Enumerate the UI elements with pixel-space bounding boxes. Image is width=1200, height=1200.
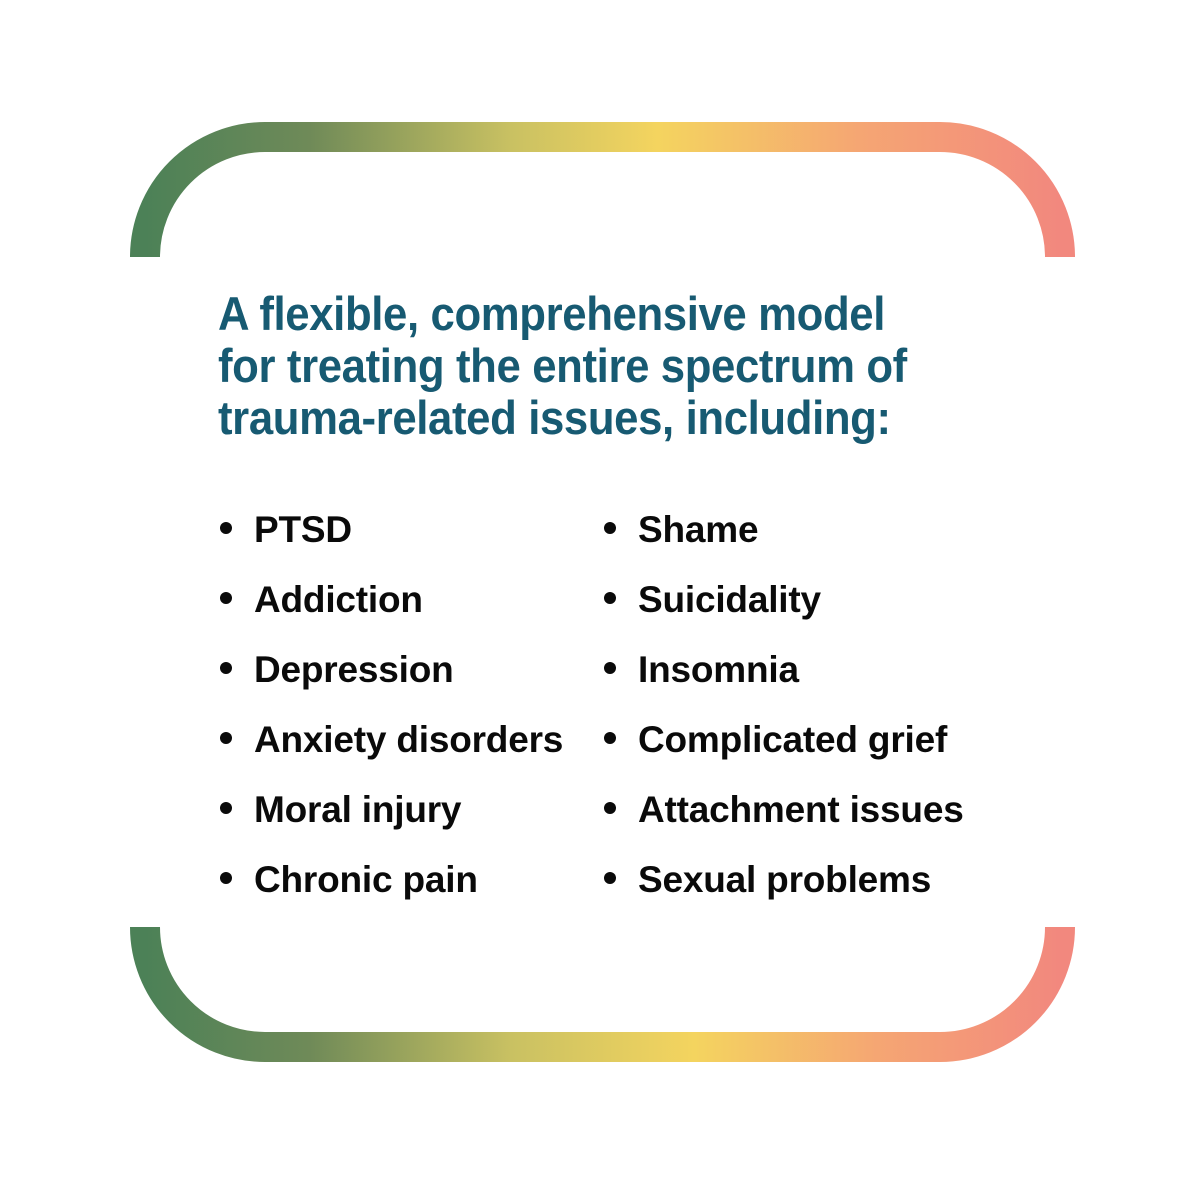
- bullet-icon: [220, 732, 232, 744]
- bullet-icon: [604, 592, 616, 604]
- list-item-label: Suicidality: [638, 579, 821, 620]
- bullet-icon: [604, 662, 616, 674]
- list-item: Shame: [604, 510, 988, 580]
- list-item-label: Shame: [638, 509, 759, 550]
- frame-top-segment: [130, 122, 1075, 258]
- list-item: Insomnia: [604, 650, 988, 720]
- bullet-icon: [220, 662, 232, 674]
- bullet-icon: [604, 732, 616, 744]
- list-item: Attachment issues: [604, 790, 988, 860]
- list-item-label: Chronic pain: [254, 859, 478, 900]
- list-item: Chronic pain: [220, 860, 604, 930]
- bullet-icon: [220, 592, 232, 604]
- list-item: PTSD: [220, 510, 604, 580]
- list-item: Sexual problems: [604, 860, 988, 930]
- bullet-icon: [604, 802, 616, 814]
- frame-bottom-segment: [130, 926, 1075, 1062]
- bullet-icon: [220, 522, 232, 534]
- bullet-icon: [604, 872, 616, 884]
- gradient-border-frame: [130, 122, 1075, 1062]
- conditions-column-left: PTSD Addiction Depression Anxiety disord…: [220, 510, 604, 930]
- list-item-label: Moral injury: [254, 789, 462, 830]
- page-title: A flexible, comprehensive model for trea…: [218, 287, 907, 444]
- list-item-label: Complicated grief: [638, 719, 948, 760]
- list-item-label: Addiction: [254, 579, 423, 620]
- list-item: Complicated grief: [604, 720, 988, 790]
- list-item: Depression: [220, 650, 604, 720]
- list-item: Anxiety disorders: [220, 720, 604, 790]
- list-item-label: Attachment issues: [638, 789, 964, 830]
- list-item: Moral injury: [220, 790, 604, 860]
- list-item-label: Anxiety disorders: [254, 719, 564, 760]
- list-item-label: Insomnia: [638, 649, 799, 690]
- list-item-label: Sexual problems: [638, 859, 932, 900]
- conditions-list: PTSD Addiction Depression Anxiety disord…: [220, 510, 988, 930]
- list-item-label: Depression: [254, 649, 454, 690]
- bullet-icon: [220, 872, 232, 884]
- list-item-label: PTSD: [254, 509, 352, 550]
- list-item: Suicidality: [604, 580, 988, 650]
- bullet-icon: [220, 802, 232, 814]
- list-item: Addiction: [220, 580, 604, 650]
- bullet-icon: [604, 522, 616, 534]
- conditions-column-right: Shame Suicidality Insomnia Complicated g…: [604, 510, 988, 930]
- card-content: A flexible, comprehensive model for trea…: [218, 288, 988, 930]
